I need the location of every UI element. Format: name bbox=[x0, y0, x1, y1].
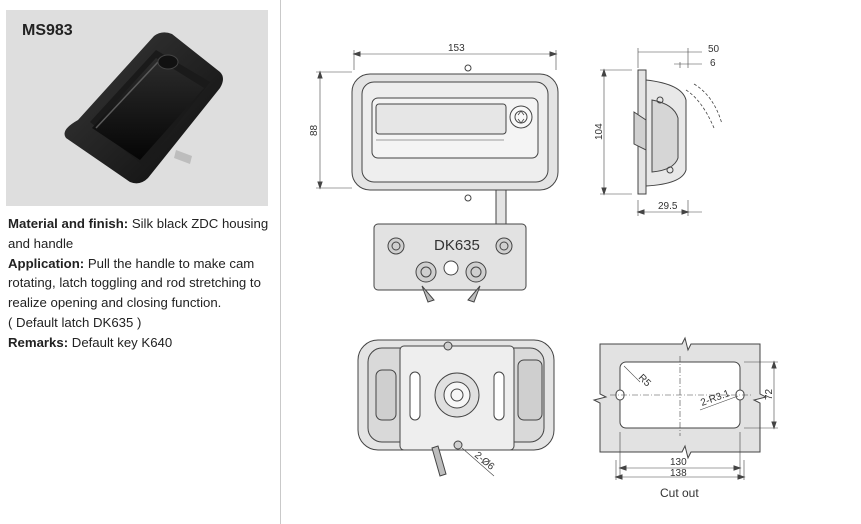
product-description: Material and finish: Silk black ZDC hous… bbox=[8, 214, 276, 353]
dim-cutout-138: 138 bbox=[670, 468, 687, 479]
dim-front-height: 88 bbox=[309, 124, 320, 136]
material-line: Material and finish: Silk black ZDC hous… bbox=[8, 214, 276, 254]
dim-side-50: 50 bbox=[708, 44, 720, 55]
latch-photo-illustration bbox=[64, 32, 223, 184]
dim-cutout-130: 130 bbox=[670, 457, 687, 468]
material-text: Silk black ZDC housing and handle bbox=[8, 216, 269, 251]
remarks-label: Remarks: bbox=[8, 334, 69, 350]
dim-hole: 2-Ø6 bbox=[472, 450, 496, 473]
application-line: Application: Pull the handle to make cam… bbox=[8, 254, 276, 313]
dim-side-height: 104 bbox=[594, 123, 605, 140]
model-title: MS983 bbox=[22, 22, 73, 39]
cutout-caption: Cut out bbox=[660, 486, 699, 500]
cutout-view: R5 2-R3.1 72 130 138 Cut out bbox=[592, 336, 778, 500]
latch-label: DK635 bbox=[434, 237, 480, 254]
latch-view: DK635 bbox=[373, 223, 527, 303]
default-latch-note: ( Default latch DK635 ) bbox=[8, 314, 142, 330]
side-view: 50 6 104 29.5 bbox=[594, 44, 723, 216]
front-view: 153 88 bbox=[309, 43, 559, 225]
product-photo: MS983 bbox=[6, 10, 268, 206]
dim-cutout-height: 72 bbox=[764, 388, 775, 400]
dim-side-6: 6 bbox=[710, 58, 716, 69]
material-label: Material and finish: bbox=[8, 216, 129, 231]
remarks-text: Default key K640 bbox=[68, 334, 173, 350]
back-view: 2-Ø6 bbox=[357, 339, 555, 477]
dim-front-width: 153 bbox=[448, 43, 465, 54]
remarks-line: Remarks: Default key K640 bbox=[8, 333, 276, 353]
dim-side-offset: 29.5 bbox=[658, 201, 678, 212]
application-label: Application: bbox=[8, 255, 85, 271]
application-text: Pull the handle to make cam rotating, la… bbox=[8, 255, 261, 311]
vertical-divider bbox=[280, 0, 281, 524]
technical-drawing: 153 88 DK635 bbox=[309, 43, 778, 500]
